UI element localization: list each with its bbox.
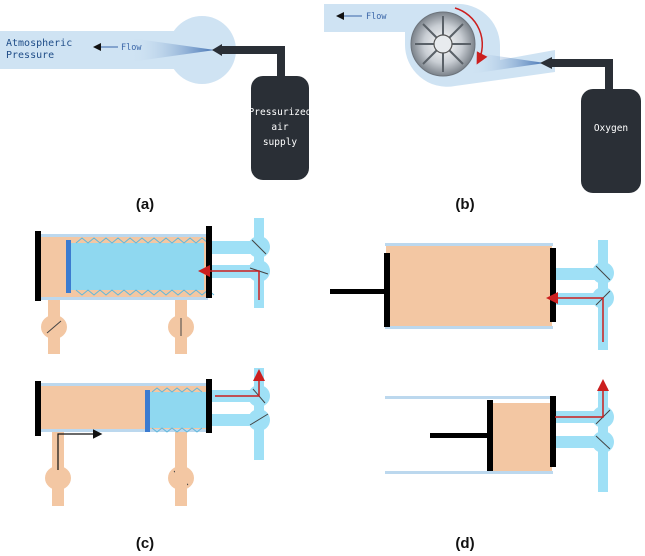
flow-label: Flow — [366, 12, 387, 22]
left-label-line1: Atmospheric — [6, 38, 72, 49]
piston-icon — [430, 400, 493, 471]
chamber — [386, 246, 552, 326]
outlet-tube-bottom — [556, 436, 596, 448]
valve-icon — [168, 296, 194, 354]
panel-c-top — [35, 218, 270, 354]
outlet-tube-top — [212, 241, 252, 254]
outlet-tube-bottom — [212, 414, 252, 426]
chamber-wall-top — [36, 234, 208, 237]
flow-path — [546, 292, 604, 342]
tank-label-line2: air — [271, 122, 288, 133]
end-wall-right — [206, 226, 212, 298]
end-wall-left — [35, 381, 41, 436]
rotation-arrow — [454, 7, 488, 65]
flow-label: Flow — [121, 43, 142, 53]
jet-cone — [130, 38, 215, 62]
panel-a: Atmospheric Pressure Flow Pressurized ai… — [0, 16, 311, 213]
end-wall-right — [550, 396, 556, 467]
caption-b: (b) — [455, 196, 474, 213]
piston-plate — [145, 390, 150, 432]
chamber-wall-bottom — [36, 429, 208, 432]
end-wall-left — [35, 231, 41, 301]
piston-plate — [66, 240, 71, 293]
outlet-tube-bottom — [556, 293, 596, 305]
supply-pipe — [550, 59, 613, 92]
chamber-wall-top — [36, 383, 208, 386]
left-label-line2: Pressure — [6, 50, 54, 61]
end-wall-right — [550, 248, 556, 322]
flow-path — [215, 369, 265, 397]
flow-path — [57, 429, 103, 470]
caption-d: (d) — [455, 535, 474, 552]
tank-label-line1: Pressurized — [249, 107, 312, 118]
cylinder-wall-top — [385, 396, 553, 399]
oxygen-tank — [581, 89, 641, 193]
valve-icon — [41, 296, 67, 354]
caption-a: (a) — [136, 196, 154, 213]
air-tank — [251, 76, 309, 180]
turbine-icon — [410, 11, 476, 77]
panel-b: Flow Oxygen (b) — [324, 3, 641, 213]
flow-path — [555, 379, 609, 418]
panel-d-bottom: (d) — [385, 379, 614, 552]
cylinder-wall-top — [385, 243, 553, 246]
caption-c: (c) — [136, 535, 154, 552]
valve-icon — [248, 368, 270, 460]
tank-label-line3: supply — [263, 137, 298, 148]
jet-cone — [470, 52, 545, 74]
chamber — [490, 403, 552, 471]
nozzle — [540, 57, 552, 69]
bellows-icon — [70, 237, 215, 296]
flow-path — [198, 265, 260, 300]
end-wall-right — [206, 379, 212, 433]
tank-label: Oxygen — [594, 123, 628, 134]
panel-d-top — [330, 240, 614, 350]
panel-c-bottom: (c) — [35, 368, 270, 552]
piston-icon — [330, 253, 390, 327]
cylinder-wall-bottom — [385, 326, 553, 329]
bellows-icon — [148, 387, 206, 433]
nozzle — [212, 44, 222, 56]
chamber-wall-bottom — [36, 297, 208, 300]
cylinder-wall-bottom — [385, 471, 553, 474]
outlet-tube-top — [556, 268, 596, 280]
valve-icon — [168, 428, 194, 506]
